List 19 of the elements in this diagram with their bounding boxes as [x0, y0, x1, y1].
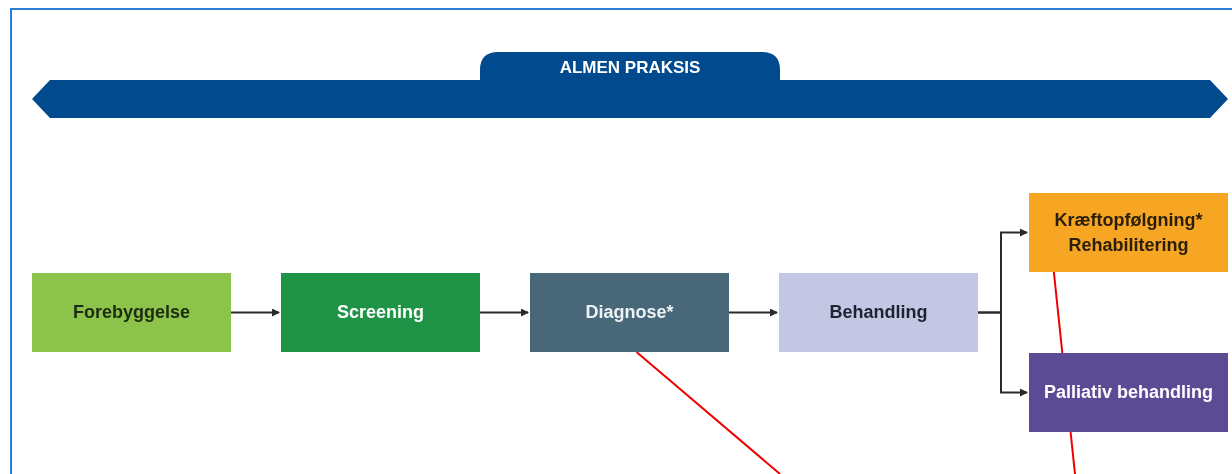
arrow [728, 308, 778, 317]
banner-band [32, 52, 1228, 118]
process-box [530, 273, 729, 352]
process-box [281, 273, 480, 352]
node-label: Kræftopfølgning* Rehabilitering [1053, 209, 1204, 257]
arrow [977, 311, 1028, 397]
node-label: Forebyggelse [72, 301, 190, 325]
leader-line [635, 351, 781, 474]
arrow [479, 308, 529, 317]
arrow [230, 308, 280, 317]
process-box [1029, 193, 1228, 272]
node-label: Diagnose* [585, 301, 674, 325]
node-label: Palliativ behandling [1044, 381, 1213, 405]
node-label: Screening [337, 301, 424, 325]
node-label: Behandling [829, 301, 928, 325]
node-label: ALMEN PRAKSIS [559, 57, 701, 80]
process-box [32, 273, 231, 352]
process-box [1029, 353, 1228, 432]
process-box [779, 273, 978, 352]
